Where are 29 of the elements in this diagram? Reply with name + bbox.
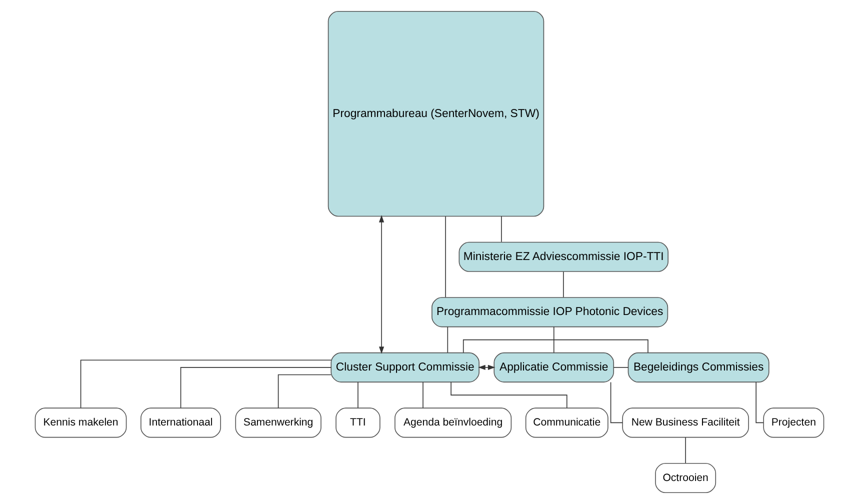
connector — [553, 326, 554, 353]
connector — [756, 382, 764, 424]
connector — [80, 360, 332, 408]
node-box: Projecten — [763, 408, 824, 438]
connector — [501, 216, 502, 242]
node-box: Agenda beïnvloeding — [394, 408, 512, 438]
node-box: Kennis makelen — [34, 408, 127, 438]
node-box: Applicatie Commissie — [494, 352, 614, 382]
node-box: Programmabureau (SenterNovem, STW) — [328, 10, 544, 217]
connector — [613, 367, 629, 368]
connector — [447, 326, 448, 353]
node-box: TTI — [336, 408, 380, 438]
node-box: Samenwerking — [235, 408, 322, 438]
arrow — [478, 364, 496, 370]
connector — [422, 382, 424, 408]
node-box: Programmacommissie IOP Photonic Devices — [432, 297, 668, 328]
node-box: Communicatie — [525, 408, 608, 438]
node-box: New Business Faciliteit — [622, 408, 749, 438]
node-box: Begeleidings Commissies — [628, 352, 770, 382]
connector — [180, 367, 332, 408]
node-box: Ministerie EZ Adviescommissie IOP-TTI — [458, 242, 668, 272]
node-box: Cluster Support Commissie — [330, 352, 480, 382]
node-box: Internationaal — [140, 408, 221, 438]
connector — [278, 374, 332, 408]
connector — [685, 437, 686, 464]
arrow — [378, 215, 384, 354]
node-box: Octrooien — [655, 462, 716, 494]
connector — [445, 216, 446, 298]
connector — [563, 271, 564, 298]
